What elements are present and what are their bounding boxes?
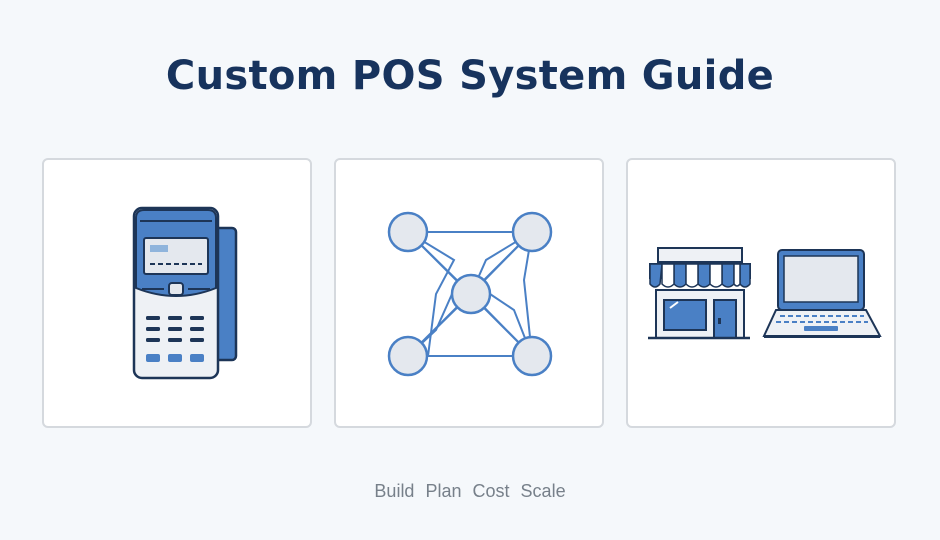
tagline-word-plan: Plan [425,481,462,501]
card-terminal-icon [132,206,238,380]
storefront-icon [648,247,751,340]
tagline-word-build: Build [374,481,415,501]
tagline: Build Plan Cost Scale [0,480,940,502]
storefront-and-laptop-icon [648,247,882,340]
card-network [334,158,604,428]
tagline-word-scale: Scale [520,481,566,501]
tagline-word-cost: Cost [472,481,510,501]
network-icon [387,211,553,377]
page-title: Custom POS System Guide [165,53,775,99]
card-payment-terminal [42,158,312,428]
card-store-online [626,158,896,428]
laptop-icon [762,249,882,338]
